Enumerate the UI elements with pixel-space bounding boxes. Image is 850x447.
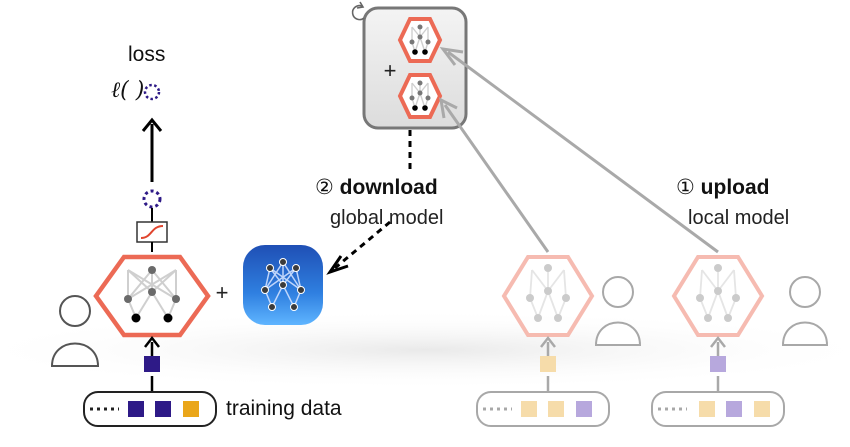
upload-step-label: ① upload <box>676 175 770 200</box>
client3-data-box <box>651 391 785 427</box>
input-arrowhead <box>144 335 160 348</box>
upload-arrowhead-client3 <box>439 46 464 66</box>
sigmoid-curve <box>140 225 164 239</box>
download-step-number: ② <box>315 176 334 199</box>
server-plus-sign: + <box>384 58 397 83</box>
client2-input-square <box>540 356 556 372</box>
client2-input-arrowhead <box>540 335 556 348</box>
client3-input-arrowhead <box>710 335 726 348</box>
output-to-loss-arrowhead <box>141 117 163 132</box>
loss-output-node-icon <box>143 83 161 101</box>
upload-step-number: ① <box>676 176 695 199</box>
user-icon <box>50 295 100 367</box>
client-hexagon-icon <box>671 255 765 337</box>
training-data-label: training data <box>226 397 342 420</box>
global-model-icon <box>243 245 323 325</box>
training-data-box <box>83 391 217 427</box>
upload-arrow-client3 <box>447 50 719 254</box>
download-arrowhead <box>326 255 349 275</box>
download-dash-lower <box>334 220 391 270</box>
download-step-title: download <box>339 176 438 199</box>
loss-function-label: ℓ( ) <box>111 78 145 103</box>
client2-data-box <box>476 391 610 427</box>
download-step-label: ② download <box>315 175 438 200</box>
download-step-subtitle: global model <box>330 207 444 229</box>
user-icon <box>781 276 829 346</box>
upload-step-subtitle: local model <box>688 207 790 229</box>
upload-arrowhead-client2 <box>439 97 458 119</box>
user-icon <box>594 276 642 346</box>
local-model-hexagon-icon <box>93 254 211 338</box>
output-node-icon <box>142 189 162 209</box>
input-sample-square <box>144 356 160 372</box>
refresh-arrowhead <box>356 1 365 9</box>
floor-shadow <box>0 310 850 390</box>
client-hexagon-icon <box>501 255 595 337</box>
loss-label: loss <box>128 43 166 66</box>
server-model-hexagon-icon <box>397 73 443 119</box>
upload-arrow-client2 <box>443 104 550 253</box>
server-model-hexagon-icon <box>397 17 443 63</box>
plus-sign: + <box>216 280 229 305</box>
upload-step-title: upload <box>700 176 770 199</box>
refresh-icon <box>351 4 365 21</box>
client3-input-square <box>710 356 726 372</box>
